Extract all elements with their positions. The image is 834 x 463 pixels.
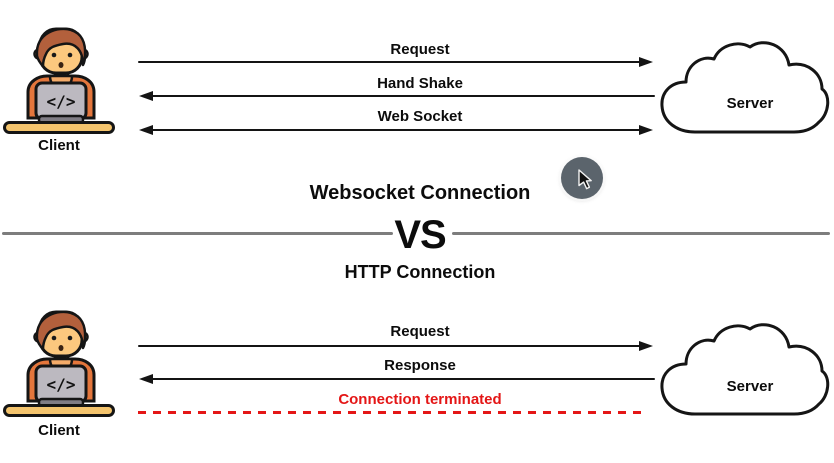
client-label: Client — [38, 422, 80, 439]
server-label: Server — [726, 378, 774, 395]
divider-line-right — [452, 232, 830, 235]
client-icon — [3, 26, 115, 136]
client-icon — [3, 309, 115, 419]
divider-line-left — [2, 232, 393, 235]
arrow-handshake-line — [151, 95, 655, 97]
server-label: Server — [726, 95, 774, 112]
arrow-label-request: Request — [390, 323, 450, 340]
connection-terminated-line — [138, 411, 646, 414]
arrowhead-left-icon — [139, 91, 153, 101]
arrowhead-right-icon — [639, 341, 653, 351]
http-section-title: HTTP Connection — [344, 262, 496, 282]
arrowhead-left-icon — [139, 125, 153, 135]
client-label: Client — [38, 137, 80, 154]
arrow-websocket-line — [151, 129, 640, 131]
websocket-section-title: Websocket Connection — [309, 182, 531, 204]
arrow-label-handshake: Hand Shake — [377, 75, 463, 92]
server-cloud-icon — [655, 36, 834, 138]
server-cloud-icon — [655, 318, 834, 420]
vs-label: VS — [394, 213, 446, 257]
arrow-label-websocket: Web Socket — [377, 108, 463, 125]
connection-terminated-label: Connection terminated — [338, 391, 502, 408]
arrowhead-right-icon — [639, 57, 653, 67]
mouse-pointer-icon — [578, 169, 592, 190]
arrow-request-line — [138, 61, 641, 63]
arrow-label-response: Response — [384, 357, 456, 374]
arrow-request-line — [138, 345, 641, 347]
arrow-label-request: Request — [390, 41, 450, 58]
arrowhead-left-icon — [139, 374, 153, 384]
arrowhead-right-icon — [639, 125, 653, 135]
arrow-response-line — [151, 378, 655, 380]
